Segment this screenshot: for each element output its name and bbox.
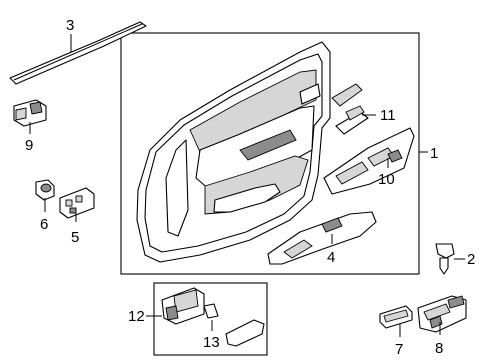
lamp-assembly-12 [161, 287, 205, 325]
callout-4: 4 [327, 249, 335, 266]
switch-5 [59, 187, 95, 219]
callout-1: 1 [430, 145, 438, 162]
callout-11: 11 [380, 107, 396, 124]
callout-3: 3 [66, 17, 74, 34]
parts-12-13-frame [153, 282, 268, 356]
door-trim-panel [136, 41, 331, 263]
door-trim-frame [120, 32, 420, 275]
callout-9: 9 [25, 137, 33, 154]
clip-fastener [435, 243, 455, 275]
bulb-13 [203, 303, 219, 319]
knob-6 [35, 179, 55, 201]
switch-module-9 [13, 99, 47, 127]
callout-6: 6 [40, 216, 48, 233]
trim-cap-7 [379, 305, 413, 329]
switch-bezel-small [331, 83, 369, 135]
callout-2: 2 [467, 251, 475, 268]
callout-8: 8 [435, 340, 443, 357]
callout-5: 5 [71, 229, 79, 246]
callout-12: 12 [128, 308, 145, 325]
callout-10: 10 [378, 171, 395, 188]
switch-assembly-8 [417, 295, 467, 333]
lens-cover [225, 319, 265, 347]
window-switch-panel [323, 127, 415, 195]
callout-13: 13 [203, 334, 220, 351]
armrest-handle [267, 211, 377, 265]
weatherstrip [9, 21, 147, 85]
callout-7: 7 [395, 341, 403, 358]
